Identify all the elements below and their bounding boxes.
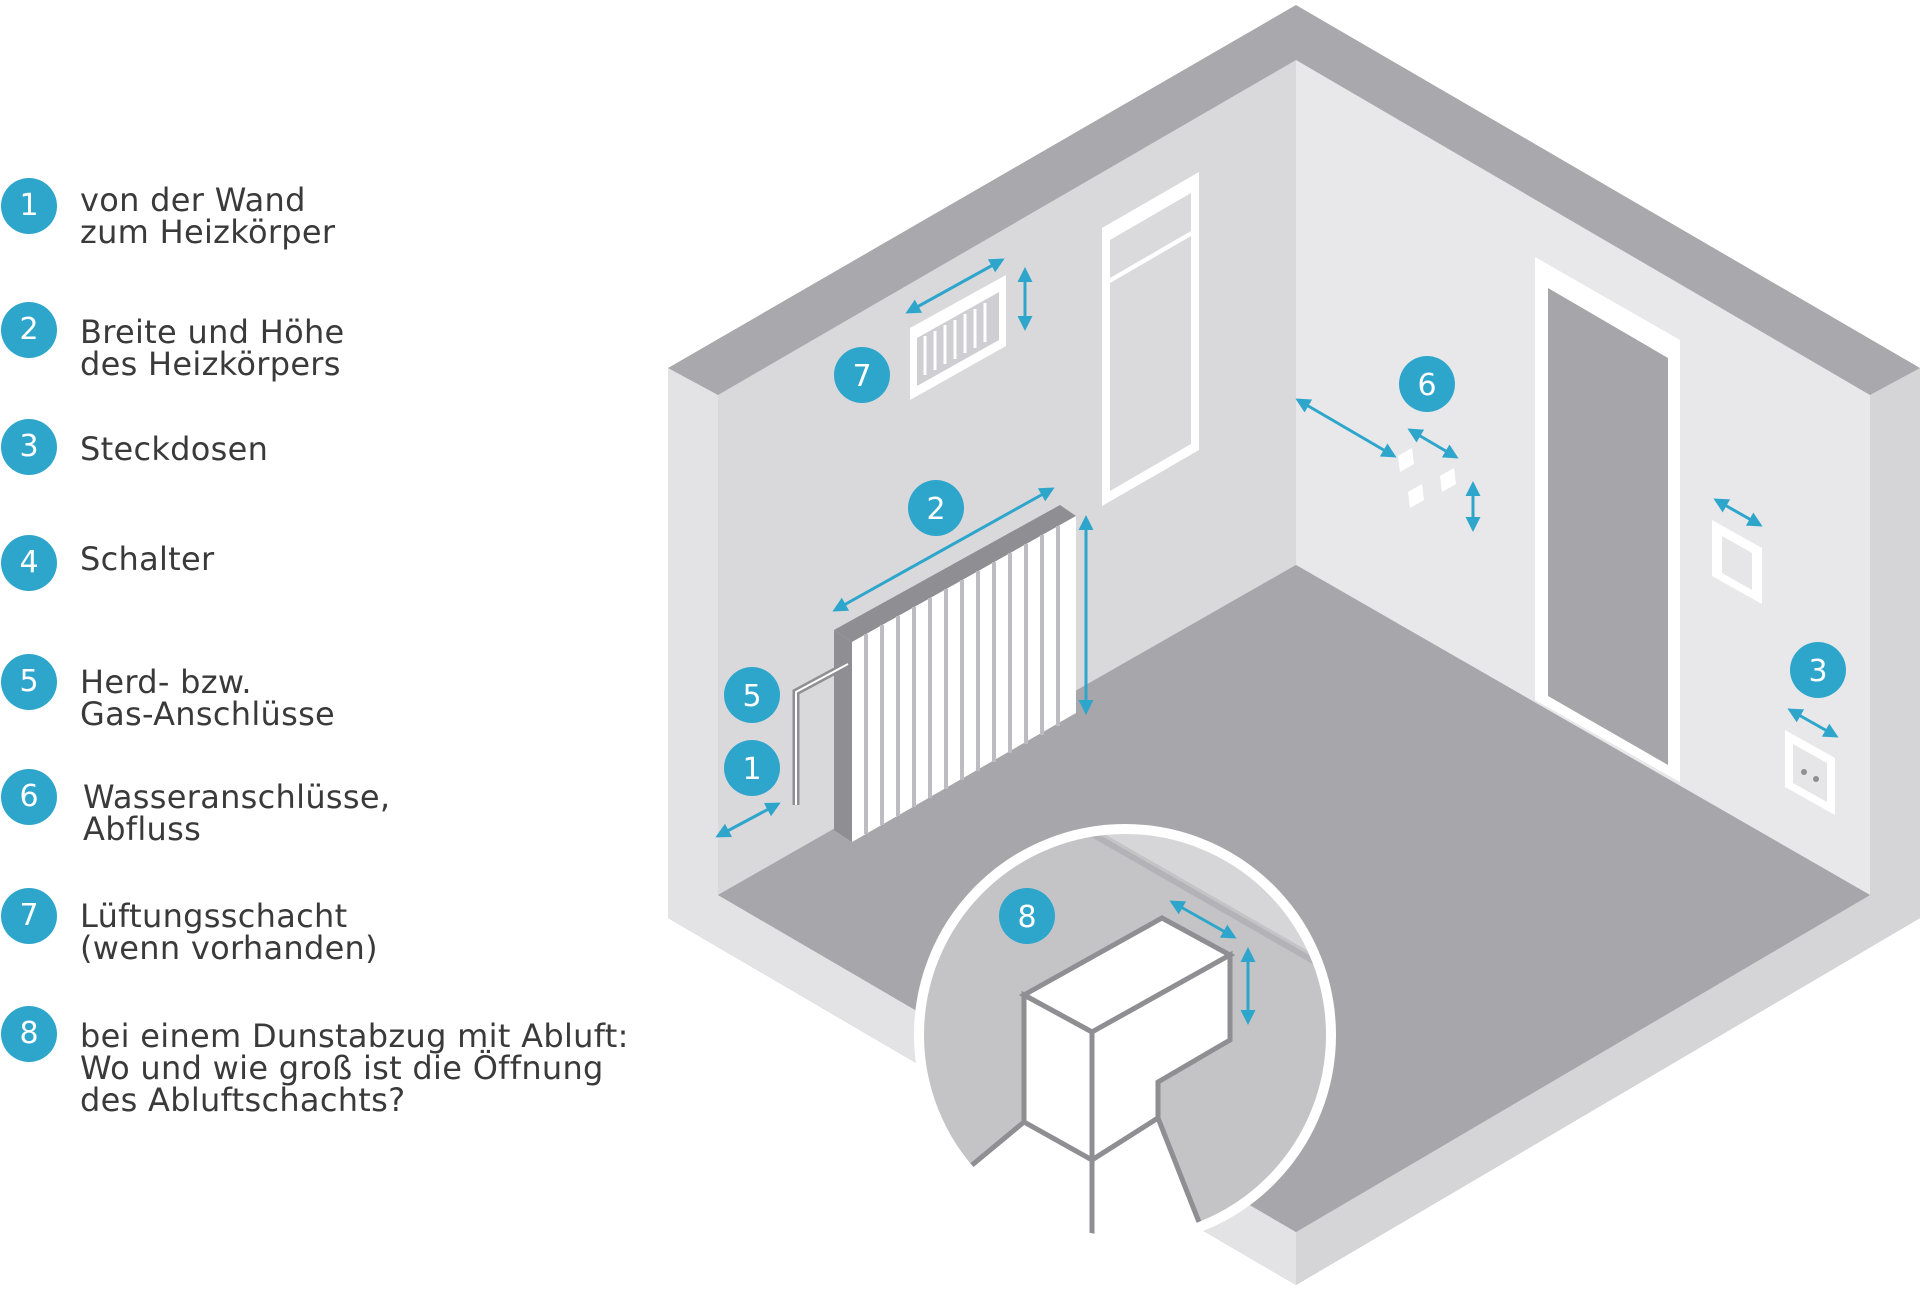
legend-badge-1: 1 [1,178,57,234]
marker-1: 1 [724,740,780,796]
marker-6-label: 6 [1417,368,1436,403]
light-switch [1712,520,1762,604]
legend-line: Breite und Höhe [80,313,345,351]
legend-badge-8: 8 [1,1006,57,1062]
legend-line: des Abluftschachts? [80,1081,406,1119]
legend-line: Wasseranschlüsse, [83,778,391,816]
legend-badge-2: 2 [1,302,57,358]
marker-8: 8 [999,888,1055,944]
legend-badge-7: 7 [1,888,57,944]
legend-line: Steckdosen [80,430,269,468]
legend-text-7: Lüftungsschacht (wenn vorhanden) [80,900,680,964]
marker-5: 5 [724,667,780,723]
door [1535,257,1680,782]
arrow-duct-width [1169,900,1237,939]
legend-line: Herd- bzw. [80,663,252,701]
legend-text-8: bei einem Dunstabzug mit Abluft: Wo und … [80,1020,680,1116]
legend-badge-6: 6 [1,769,57,825]
marker-8-label: 8 [1017,900,1036,935]
counter [957,1114,1214,1237]
marker-2: 2 [908,480,964,536]
legend-line: Gas-Anschlüsse [80,695,336,733]
legend-text-1: von der Wand zum Heizkörper [80,184,680,248]
marker-3-label: 3 [1808,654,1827,689]
legend-line: Lüftungsschacht [80,897,348,935]
arrow-socket [1787,708,1839,738]
legend-line: zum Heizkörper [80,213,336,251]
arrow-water-2 [1407,428,1459,459]
legend-line: Wo und wie groß ist die Öffnung [80,1049,604,1087]
legend-badge-5: 5 [1,654,57,710]
power-socket [1785,730,1835,815]
arrow-water-1 [1295,398,1397,458]
marker-7: 7 [834,347,890,403]
legend-line: Schalter [80,540,215,578]
legend-line: des Heizkörpers [80,345,341,383]
room-illustration: 7 2 5 1 6 3 8 [668,5,1920,1285]
legend-line: Abfluss [83,810,202,848]
legend: 1 von der Wand zum Heizkörper 2 Breite u… [0,0,700,1300]
legend-line: von der Wand [80,181,306,219]
legend-badge-3: 3 [1,419,57,475]
marker-2-label: 2 [926,492,945,527]
legend-badge-4: 4 [1,535,57,591]
arrow-vent-width [905,258,1005,314]
legend-text-2: Breite und Höhe des Heizkörpers [80,316,680,380]
legend-text-4: Schalter [80,543,680,575]
legend-line: (wenn vorhanden) [80,929,378,967]
marker-1-label: 1 [742,752,761,787]
marker-3: 3 [1790,642,1846,698]
marker-5-label: 5 [742,679,761,714]
legend-line: bei einem Dunstabzug mit Abluft: [80,1017,629,1055]
arrow-wall-to-radiator [715,802,781,838]
legend-text-6: Wasseranschlüsse, Abfluss [83,781,683,845]
dimension-arrows [715,258,1839,838]
window [1102,172,1199,506]
legend-text-5: Herd- bzw. Gas-Anschlüsse [80,666,680,730]
arrow-radiator-width [832,487,1055,612]
marker-7-label: 7 [852,359,871,394]
arrow-switch [1713,498,1763,527]
marker-6: 6 [1399,356,1455,412]
legend-text-3: Steckdosen [80,433,680,465]
